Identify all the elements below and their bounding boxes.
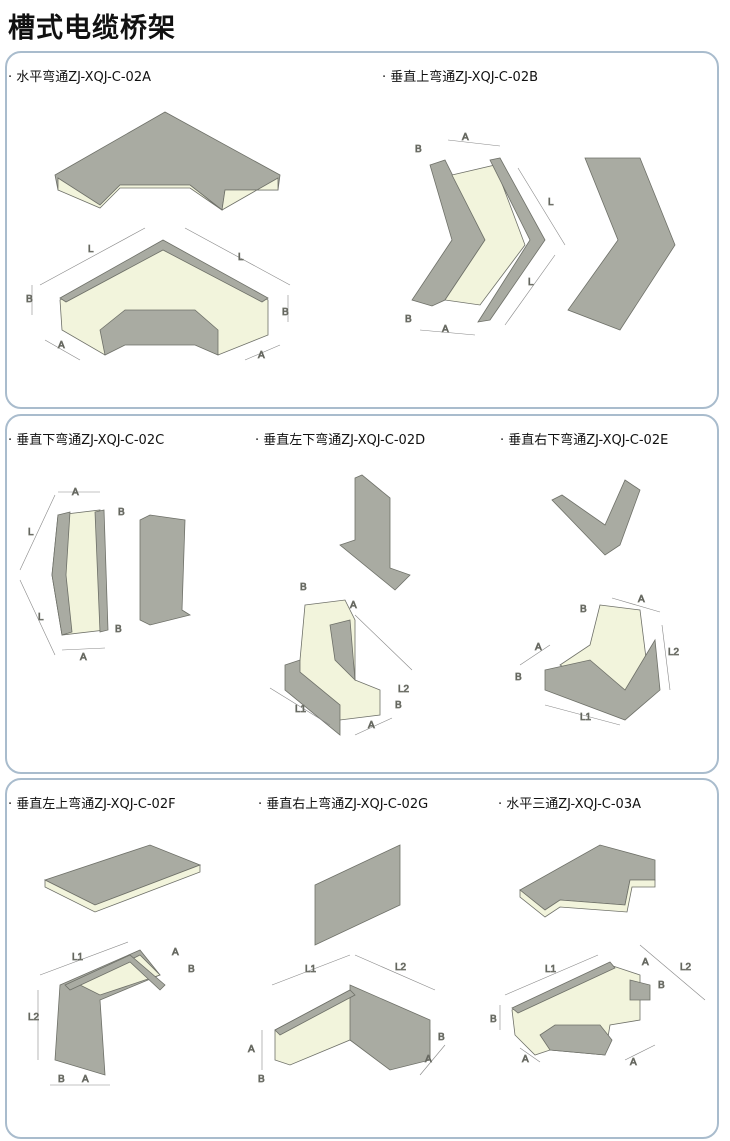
dim-label: A bbox=[58, 340, 65, 351]
dim-label: B bbox=[395, 700, 402, 711]
dim-label: A bbox=[638, 594, 645, 605]
item-label-02g: · 垂直右上弯通ZJ-XQJ-C-02G bbox=[258, 797, 429, 812]
page-title: 槽式电缆桥架 bbox=[8, 13, 176, 44]
dim-label: B bbox=[258, 1074, 265, 1085]
dim-label: L bbox=[528, 277, 534, 288]
dim-label: L1 bbox=[580, 712, 592, 723]
dim-label: A bbox=[522, 1054, 529, 1065]
dim-label: B bbox=[300, 582, 307, 593]
dim-label: B bbox=[405, 314, 412, 325]
dim-label: A bbox=[462, 132, 469, 143]
dim-label: A bbox=[258, 350, 265, 361]
tray-branch-03a bbox=[539, 1024, 613, 1056]
dim-label: A bbox=[82, 1074, 89, 1085]
dim-label: L1 bbox=[545, 964, 557, 975]
dim-label: L2 bbox=[398, 684, 410, 695]
dim-label: L bbox=[88, 244, 94, 255]
illustration-02c: A B L L B A bbox=[19, 487, 192, 663]
illustration-02f: L1 A B L2 B A bbox=[28, 844, 202, 1085]
dim-label: B bbox=[58, 1074, 65, 1085]
dim-label: B bbox=[438, 1032, 445, 1043]
dim-label: A bbox=[350, 600, 357, 611]
dim-label: L2 bbox=[395, 962, 407, 973]
item-label-02f: · 垂直左上弯通ZJ-XQJ-C-02F bbox=[8, 797, 176, 812]
cover-02e bbox=[551, 479, 641, 556]
tray-side-02c bbox=[51, 511, 73, 636]
dim-label: L bbox=[28, 527, 34, 538]
cover-02c bbox=[139, 514, 192, 626]
dim-label: B bbox=[188, 964, 195, 975]
dim-label: A bbox=[425, 1054, 432, 1065]
dim-label: L bbox=[38, 612, 44, 623]
dim-label: A bbox=[248, 1044, 255, 1055]
tray-left-02b bbox=[411, 159, 486, 307]
item-label-02c: · 垂直下弯通ZJ-XQJ-C-02C bbox=[8, 433, 165, 448]
dim-label: A bbox=[630, 1057, 637, 1068]
cover-02g bbox=[314, 844, 401, 946]
dim-label: A bbox=[80, 652, 87, 663]
dim-label: L bbox=[548, 197, 554, 208]
dim-label: L2 bbox=[28, 1012, 40, 1023]
dim-label: A bbox=[368, 720, 375, 731]
tray-wall-02d bbox=[284, 659, 341, 736]
item-label-02e: · 垂直右下弯通ZJ-XQJ-C-02E bbox=[500, 433, 669, 448]
tray-wall-02e bbox=[544, 638, 661, 721]
tray-end-03a bbox=[629, 979, 651, 1001]
dim-label: L2 bbox=[680, 962, 692, 973]
tray-side2-02c bbox=[94, 509, 109, 633]
tray-right-02b bbox=[477, 157, 546, 323]
illustration-02b: B A L L B A bbox=[405, 132, 676, 335]
illustration-02g: L1 L2 A B A B bbox=[248, 844, 445, 1085]
item-label-02d: · 垂直左下弯通ZJ-XQJ-C-02D bbox=[255, 433, 426, 448]
tray-rail-02f bbox=[64, 954, 166, 991]
dim-label: B bbox=[658, 980, 665, 991]
item-label-02b: · 垂直上弯通ZJ-XQJ-C-02B bbox=[382, 70, 539, 85]
tray-wall2-02d bbox=[329, 619, 356, 682]
dim-label: L2 bbox=[668, 647, 680, 658]
cover-edge-02f bbox=[44, 864, 201, 913]
tray-rail-02g bbox=[274, 989, 356, 1036]
illustration-02d: B A L2 L1 A B bbox=[269, 474, 413, 736]
tray-wall-02a bbox=[59, 239, 269, 303]
dim-label: A bbox=[442, 324, 449, 335]
dim-label: A bbox=[642, 957, 649, 968]
item-label-03a: · 水平三通ZJ-XQJ-C-03A bbox=[498, 797, 641, 812]
dim-label: L1 bbox=[305, 964, 317, 975]
cover-03a bbox=[519, 844, 656, 911]
dim-label: B bbox=[282, 307, 289, 318]
dim-label: B bbox=[415, 144, 422, 155]
illustration-02a: L L B B A A bbox=[26, 111, 291, 361]
cover-02d bbox=[339, 474, 411, 591]
dim-label: L1 bbox=[295, 704, 307, 715]
illustration-03a: L1 A B L2 B A A bbox=[490, 844, 706, 1068]
dim-label: A bbox=[72, 487, 79, 498]
dim-label: A bbox=[535, 642, 542, 653]
dim-label: B bbox=[118, 507, 125, 518]
tray-rail-03a bbox=[511, 961, 616, 1014]
item-label-02a: · 水平弯通ZJ-XQJ-C-02A bbox=[8, 70, 151, 85]
cover-02b bbox=[567, 157, 676, 331]
tray-wall-02g bbox=[349, 984, 431, 1071]
dim-label: A bbox=[172, 947, 179, 958]
dim-label: B bbox=[515, 672, 522, 683]
panel-row-1 bbox=[5, 51, 719, 409]
dim-label: B bbox=[580, 604, 587, 615]
illustration-02e: B A A B L2 L1 bbox=[515, 479, 680, 726]
tray-inner-wall-02a bbox=[99, 309, 219, 356]
dim-label: B bbox=[26, 294, 33, 305]
dim-label: B bbox=[115, 624, 122, 635]
cover-edge-02a bbox=[57, 177, 279, 211]
dim-label: B bbox=[490, 1014, 497, 1025]
dim-label: L bbox=[238, 252, 244, 263]
cover-edge-03a bbox=[519, 879, 656, 918]
dim-label: L1 bbox=[72, 952, 84, 963]
